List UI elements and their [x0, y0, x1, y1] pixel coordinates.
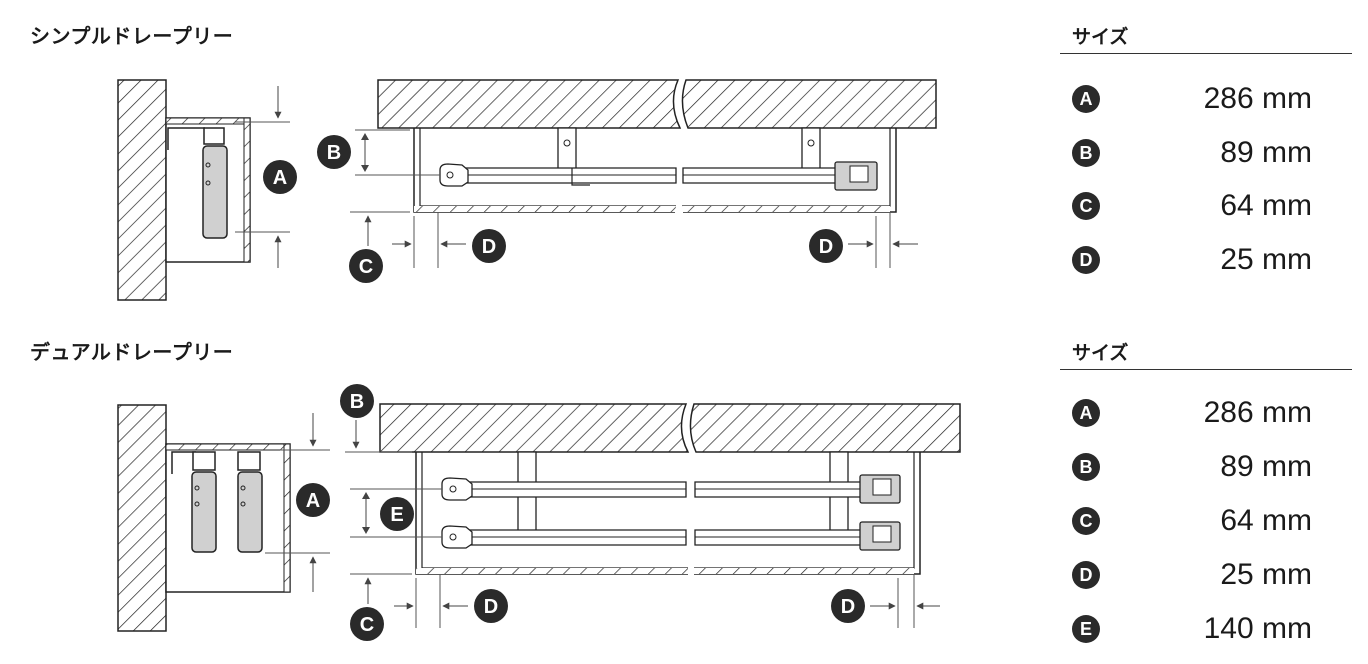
size-value: 89 mm	[1220, 450, 1312, 483]
section-title-dual: デュアルドレープリー	[30, 340, 234, 364]
size-value: 286 mm	[1203, 396, 1312, 429]
svg-text:B: B	[350, 391, 364, 413]
size-letter-badge: A	[1072, 85, 1100, 113]
end-pulley	[441, 525, 473, 549]
dimension-badge-b: B	[317, 135, 351, 169]
size-row-c: C 64 mm	[1072, 189, 1312, 223]
carrier-block	[237, 451, 261, 471]
size-row-b: B 89 mm	[1072, 136, 1312, 170]
dimension-badge-d: D	[472, 229, 506, 263]
size-row-d: D 25 mm	[1072, 243, 1312, 277]
svg-text:D: D	[484, 596, 498, 618]
size-value: 286 mm	[1203, 82, 1312, 115]
size-letter-badge: E	[1072, 615, 1100, 643]
size-row-a: A 286 mm	[1072, 396, 1312, 430]
svg-text:A: A	[273, 167, 287, 189]
bracket-plate	[202, 145, 228, 239]
size-value: 140 mm	[1203, 612, 1312, 645]
dimension-badge-a: A	[296, 483, 330, 517]
carrier-block	[203, 127, 225, 145]
size-value: 25 mm	[1220, 243, 1312, 276]
end-pulley	[439, 163, 469, 187]
dimension-badge-a: A	[263, 160, 297, 194]
size-letter-badge: B	[1072, 139, 1100, 167]
svg-text:B: B	[327, 142, 341, 164]
wall	[117, 404, 167, 632]
size-value: 89 mm	[1220, 136, 1312, 169]
bracket-plate	[191, 471, 217, 553]
svg-text:D: D	[482, 236, 496, 258]
size-table-title-dual: サイズ	[1072, 342, 1129, 364]
section-title-simple: シンプルドレープリー	[30, 24, 234, 48]
size-letter-badge: A	[1072, 399, 1100, 427]
size-value: 64 mm	[1220, 189, 1312, 222]
dual-side-view	[117, 404, 330, 632]
size-row-b: B 89 mm	[1072, 450, 1312, 484]
size-value: 64 mm	[1220, 504, 1312, 537]
carrier-block	[192, 451, 216, 471]
svg-text:C: C	[360, 614, 374, 636]
simple-side-view	[117, 79, 290, 301]
dimension-badge-c: C	[350, 607, 384, 641]
size-row-a: A 286 mm	[1072, 82, 1312, 116]
size-letter-badge: C	[1072, 507, 1100, 535]
svg-text:C: C	[359, 256, 373, 278]
svg-text:E: E	[390, 504, 403, 526]
size-row-d: D 25 mm	[1072, 558, 1312, 592]
ceiling-box	[165, 443, 291, 593]
size-table-title-simple: サイズ	[1072, 26, 1129, 48]
dimension-badge-b: B	[340, 384, 374, 418]
ceiling-slab	[377, 79, 682, 129]
size-row-e: E 140 mm	[1072, 612, 1312, 646]
end-pulley	[441, 477, 473, 501]
dimension-badge-c: C	[349, 249, 383, 283]
dimension-badge-d: D	[809, 229, 843, 263]
size-letter-badge: C	[1072, 192, 1100, 220]
svg-text:D: D	[819, 236, 833, 258]
ceiling-slab	[379, 403, 690, 453]
size-table-divider	[1060, 369, 1352, 370]
size-value: 25 mm	[1220, 558, 1312, 591]
dimension-badge-e: E	[380, 497, 414, 531]
size-table-divider	[1060, 53, 1352, 54]
simple-front-view	[350, 79, 937, 268]
size-letter-badge: D	[1072, 246, 1100, 274]
installation-diagram: A B C D D A B E C D D	[117, 79, 961, 641]
size-letter-badge: D	[1072, 561, 1100, 589]
bracket-plate	[237, 471, 263, 553]
size-row-c: C 64 mm	[1072, 504, 1312, 538]
dimension-badge-d: D	[474, 589, 508, 623]
svg-text:A: A	[306, 490, 320, 512]
dual-front-view	[345, 403, 961, 628]
dimension-badge-d: D	[831, 589, 865, 623]
svg-text:D: D	[841, 596, 855, 618]
size-letter-badge: B	[1072, 453, 1100, 481]
wall	[117, 79, 167, 301]
